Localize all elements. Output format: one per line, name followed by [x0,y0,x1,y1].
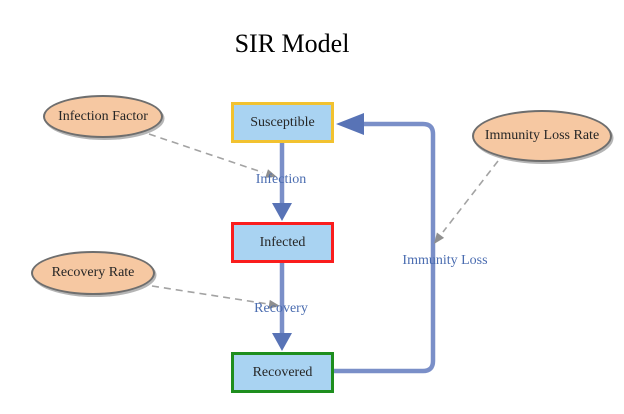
param-immunity-loss-rate: Immunity Loss Rate [472,110,612,162]
immunity-loss-arrow [334,113,436,374]
node-recovered: Recovered [231,352,334,393]
node-infected-label: Infected [259,234,306,250]
node-susceptible-label: Susceptible [250,114,315,130]
edge-label-infection: Infection [255,172,307,187]
param-recovery-rate: Recovery Rate [31,251,155,295]
infection-factor-edge [148,133,277,178]
edge-label-immunity-loss: Immunity Loss [402,253,488,268]
immunity-loss-rate-edge [434,160,499,244]
edge-label-recovery: Recovery [254,301,308,316]
recovery-arrow [272,263,292,351]
recovery-rate-edge [151,285,280,309]
node-infected: Infected [231,222,334,263]
param-recovery-rate-label: Recovery Rate [51,265,135,280]
param-infection-factor: Infection Factor [43,95,163,138]
node-recovered-label: Recovered [252,364,313,380]
diagram-title: SIR Model [234,29,350,58]
node-susceptible: Susceptible [231,102,334,143]
param-immunity-loss-rate-label: Immunity Loss Rate [484,128,600,143]
param-infection-factor-label: Infection Factor [58,108,148,124]
infection-arrow [272,143,292,221]
